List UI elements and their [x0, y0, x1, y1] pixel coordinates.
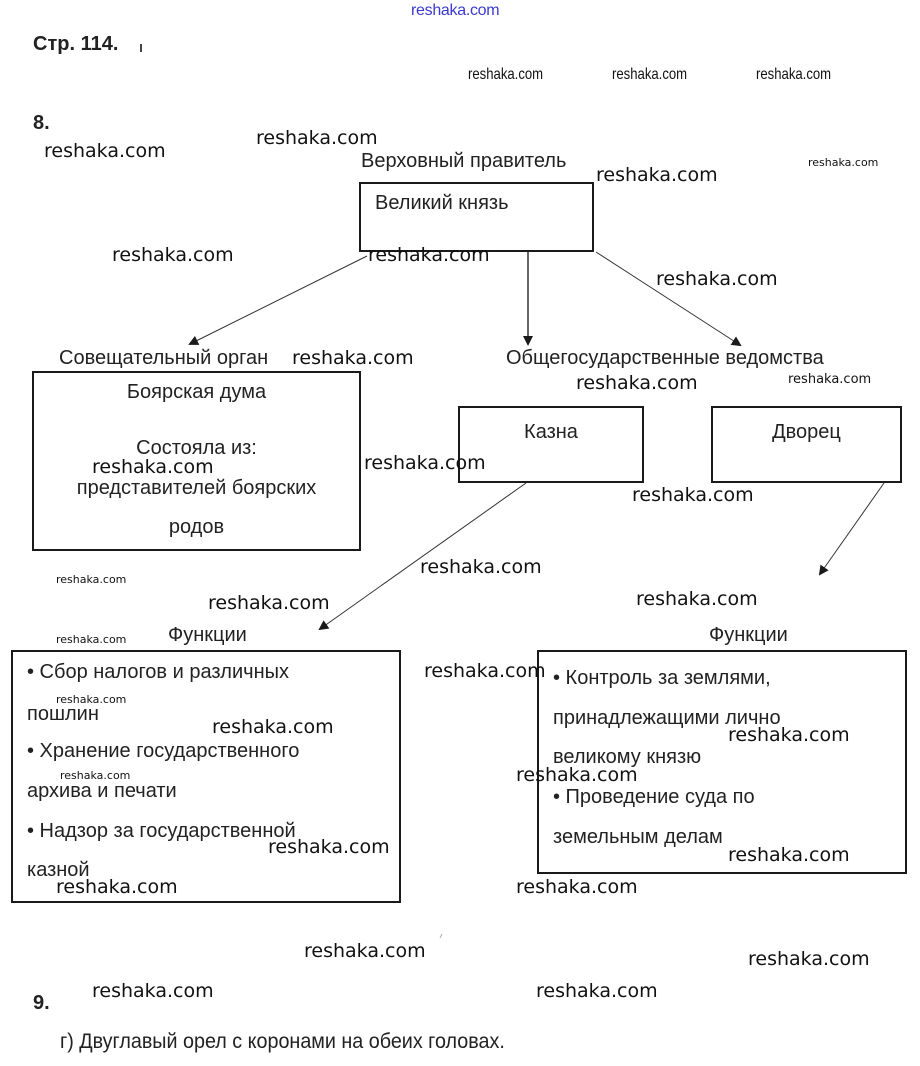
- palace-functions-box: • Контроль за землями, принадлежащими ли…: [537, 650, 907, 874]
- treasury-box: Казна: [458, 406, 644, 483]
- boyar-duma-title: Боярская дума: [126, 381, 267, 403]
- ruler-label: Верховный правитель: [361, 150, 567, 172]
- treasury-box-text: Казна: [524, 421, 578, 443]
- watermark: reshaka.com: [516, 876, 638, 898]
- watermark-top[interactable]: reshaka.com: [411, 2, 500, 19]
- palace-function-line: • Контроль за землями,: [553, 667, 771, 689]
- watermark: reshaka.com: [656, 268, 778, 290]
- ruler-box: Великий князь: [359, 182, 594, 252]
- watermark: reshaka.com: [756, 66, 832, 83]
- watermark: reshaka.com: [112, 244, 234, 266]
- watermark: reshaka.com: [212, 716, 334, 738]
- stray-mark: [140, 44, 142, 52]
- watermark: reshaka.com: [56, 693, 127, 706]
- arrow-ruler-to-duma: [188, 255, 368, 345]
- watermark: reshaka.com: [304, 940, 426, 962]
- treasury-function-line: • Хранение государственного: [27, 740, 300, 762]
- palace-functions-label: Функции: [709, 624, 788, 646]
- watermark: reshaka.com: [468, 66, 544, 83]
- stray-mark: [439, 933, 443, 939]
- palace-function-line: принадлежащими лично: [553, 707, 781, 729]
- treasury-function-line: пошлин: [27, 703, 99, 725]
- palace-function-line: • Проведение суда по: [553, 786, 755, 808]
- palace-box: Дворец: [711, 406, 902, 483]
- boyar-duma-line3: родов: [168, 516, 225, 538]
- watermark: reshaka.com: [92, 980, 214, 1002]
- boyar-duma-line2: представителей боярских: [76, 477, 317, 499]
- watermark: reshaka.com: [208, 592, 330, 614]
- watermark: reshaka.com: [612, 66, 688, 83]
- palace-function-line: земельным делам: [553, 826, 723, 848]
- watermark: reshaka.com: [268, 836, 390, 858]
- arrow-ruler-to-departments: [595, 251, 742, 347]
- task-9-answer: г) Двуглавый орел с коронами на обеих го…: [60, 1030, 505, 1053]
- watermark: reshaka.com: [424, 660, 546, 682]
- watermark: reshaka.com: [56, 633, 127, 646]
- watermark: reshaka.com: [60, 769, 131, 782]
- watermark: reshaka.com: [788, 372, 872, 387]
- boyar-duma-line1: Состояла из:: [136, 437, 257, 459]
- treasury-function-line: • Надзор за государственной: [27, 820, 296, 842]
- task-8-number: 8.: [33, 112, 50, 134]
- treasury-function-line: казной: [27, 859, 90, 881]
- arrow-treasury-to-functions: [318, 482, 527, 631]
- watermark: reshaka.com: [516, 764, 638, 786]
- watermark: reshaka.com: [92, 456, 214, 478]
- treasury-function-line: • Сбор налогов и различных: [27, 661, 289, 683]
- watermark: reshaka.com: [576, 372, 698, 394]
- ruler-box-text: Великий князь: [375, 192, 509, 214]
- palace-function-line: великому князю: [553, 746, 702, 768]
- departments-label: Общегосударственные ведомства: [506, 347, 824, 369]
- watermark: reshaka.com: [420, 556, 542, 578]
- treasury-functions-box: • Сбор налогов и различных пошлин • Хран…: [11, 650, 401, 903]
- treasury-functions-label: Функции: [168, 624, 247, 646]
- watermark: reshaka.com: [44, 140, 166, 162]
- task-9-number: 9.: [33, 992, 50, 1014]
- advisory-label: Совещательный орган: [59, 347, 269, 369]
- treasury-function-line: архива и печати: [27, 780, 177, 802]
- boyar-duma-box: Боярская дума Состояла из: представителе…: [32, 371, 361, 551]
- watermark: reshaka.com: [364, 452, 486, 474]
- watermark: reshaka.com: [536, 980, 658, 1002]
- watermark: reshaka.com: [728, 724, 850, 746]
- watermark: reshaka.com: [636, 588, 758, 610]
- page-header: Стр. 114.: [33, 33, 119, 55]
- watermark: reshaka.com: [596, 164, 718, 186]
- watermark: reshaka.com: [632, 484, 754, 506]
- watermark: reshaka.com: [808, 156, 879, 169]
- watermark: reshaka.com: [292, 347, 414, 369]
- arrow-palace-to-functions: [818, 482, 885, 576]
- watermark: reshaka.com: [56, 876, 178, 898]
- watermark: reshaka.com: [368, 244, 490, 266]
- watermark: reshaka.com: [728, 844, 850, 866]
- palace-box-text: Дворец: [772, 421, 841, 443]
- watermark: reshaka.com: [256, 127, 378, 149]
- watermark: reshaka.com: [748, 948, 870, 970]
- watermark: reshaka.com: [56, 573, 127, 586]
